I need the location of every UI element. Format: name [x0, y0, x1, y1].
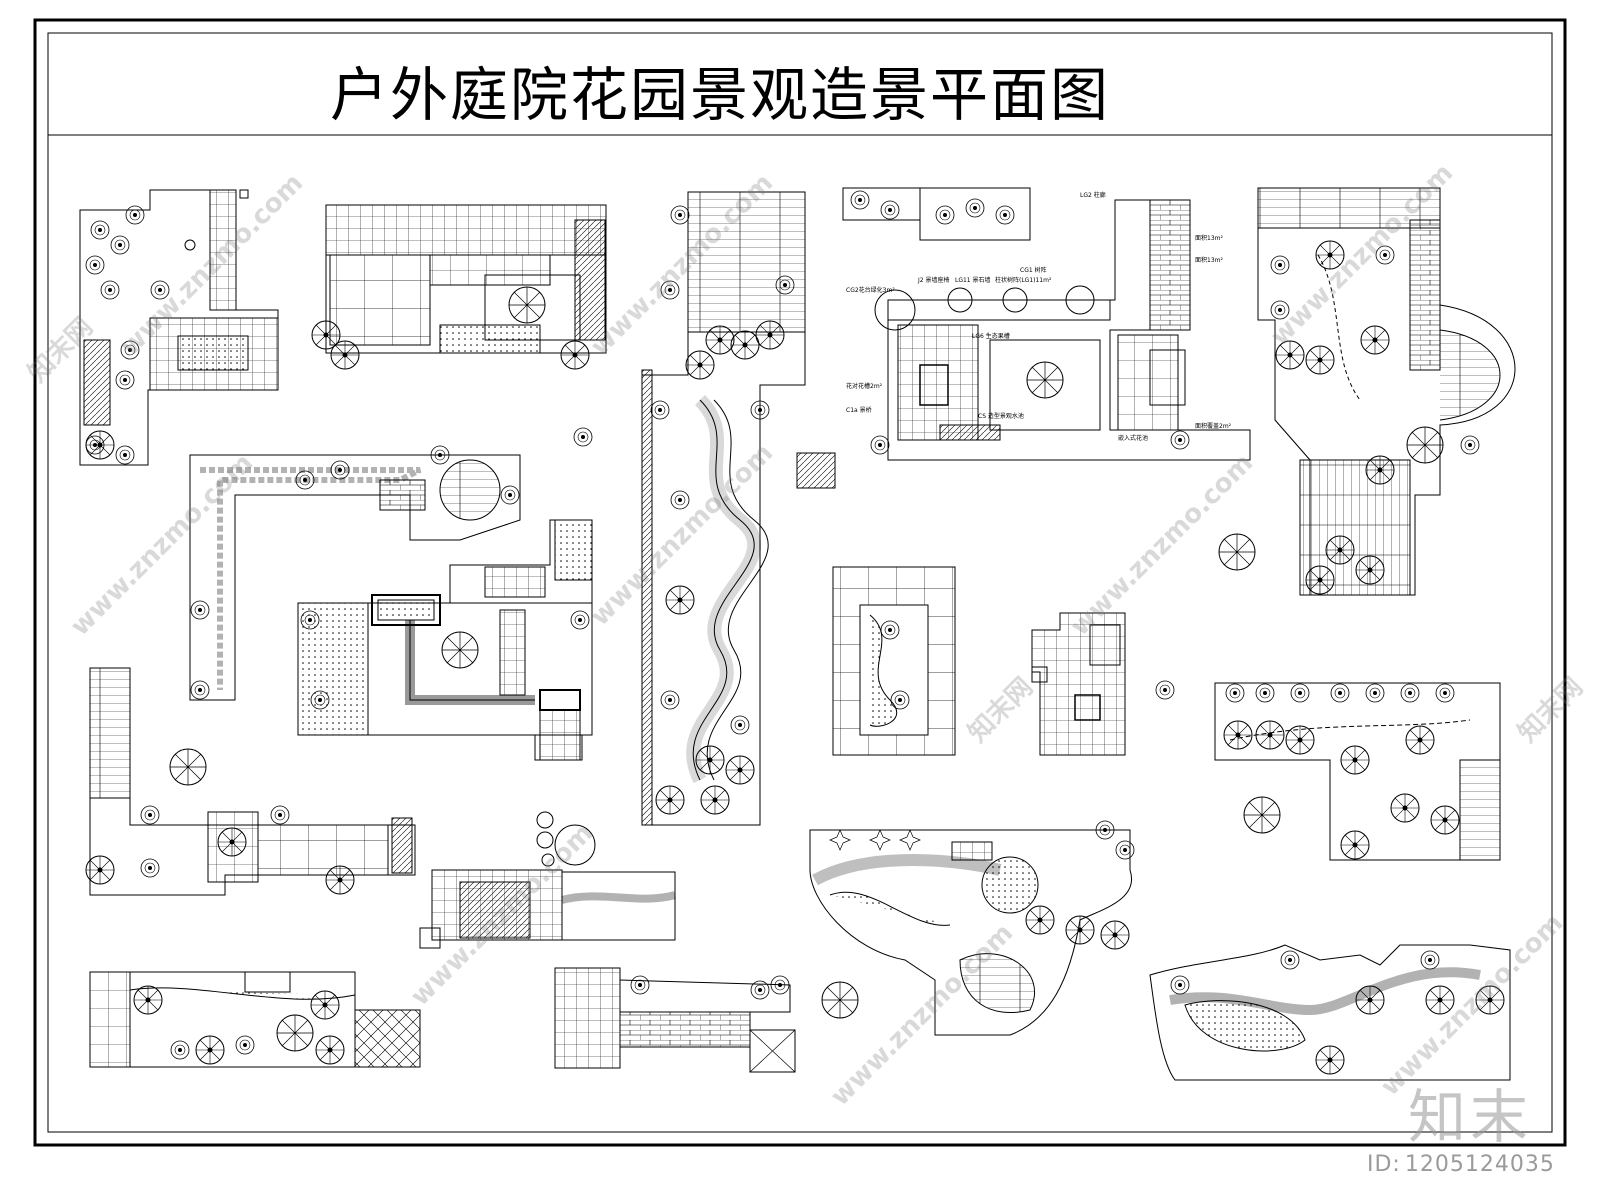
- plan-15-brick-plan: [554, 967, 796, 1073]
- plan-2-grid-courtyard: [311, 204, 607, 370]
- svg-text:嵌入式花池: 嵌入式花池: [1118, 434, 1148, 442]
- svg-text:CG1 树阵: CG1 树阵: [1020, 266, 1047, 274]
- loose-umbrella-4: [1243, 796, 1281, 834]
- svg-text:CG2花台绿化3m²: CG2花台绿化3m²: [846, 286, 895, 294]
- svg-text:C1a 景桥: C1a 景桥: [846, 406, 872, 414]
- plan-10-tiled-rect: [832, 566, 956, 756]
- svg-text:面积13m²: 面积13m²: [1195, 256, 1223, 264]
- plan-4-labels: LG2 柱廊 CG1 树阵 CG2花台绿化3m² J2 景墙座椅 LG11 景石…: [846, 191, 1232, 442]
- brand-logo-text: 知末: [1408, 1083, 1533, 1151]
- plan-8-l-garden: [85, 667, 416, 896]
- plan-12-right-l: [1214, 682, 1501, 861]
- plan-5-curved-terrace: [1257, 187, 1516, 596]
- image-id-label: ID:: [1367, 1152, 1401, 1177]
- plan-13-organic-garden: [809, 820, 1135, 1036]
- plan-4-detailed-courtyard: [842, 187, 1251, 461]
- plan-6-l-path: [189, 445, 521, 701]
- svg-text:CS 造型景观水池: CS 造型景观水池: [978, 412, 1024, 420]
- outer-border: [33, 18, 1567, 1147]
- plan-14-bottom-left: [89, 971, 421, 1068]
- plan-1-courtyard: [79, 189, 279, 466]
- loose-umbrella-3: [1155, 680, 1175, 700]
- svg-text:LG11 景石墙: LG11 景石墙: [955, 276, 991, 284]
- svg-text:面积13m²: 面积13m²: [1195, 234, 1223, 242]
- svg-text:面积覆盖2m²: 面积覆盖2m²: [1195, 422, 1232, 430]
- plan-11-square-tiles: [1031, 612, 1126, 756]
- drawing-title: 户外庭院花园景观造景平面图: [329, 61, 1110, 129]
- svg-text:花对花槽2m²: 花对花槽2m²: [846, 382, 883, 390]
- svg-text:LG2 柱廊: LG2 柱廊: [1080, 191, 1106, 199]
- svg-text:柱状树阵(LG1)11m²: 柱状树阵(LG1)11m²: [995, 276, 1052, 284]
- small-pavilion: [796, 452, 836, 489]
- loose-umbrella-2: [169, 748, 207, 786]
- plan-7-pool-courtyard: [297, 519, 593, 761]
- small-umbrella-a: [573, 427, 593, 447]
- plan-16-curvy-garden: [1149, 944, 1511, 1081]
- svg-text:J2 景墙座椅: J2 景墙座椅: [917, 276, 950, 284]
- plan-3-long-strip: [641, 191, 806, 826]
- loose-umbrella-5: [821, 981, 859, 1019]
- inner-border: [47, 32, 1553, 1133]
- svg-text:LG6 生态果槽: LG6 生态果槽: [972, 332, 1010, 340]
- image-id-value: 1205124035: [1404, 1152, 1555, 1177]
- loose-umbrella-1: [1218, 533, 1256, 571]
- image-id: ID:1205124035: [1367, 1152, 1555, 1177]
- plan-9-small-court: [419, 811, 677, 949]
